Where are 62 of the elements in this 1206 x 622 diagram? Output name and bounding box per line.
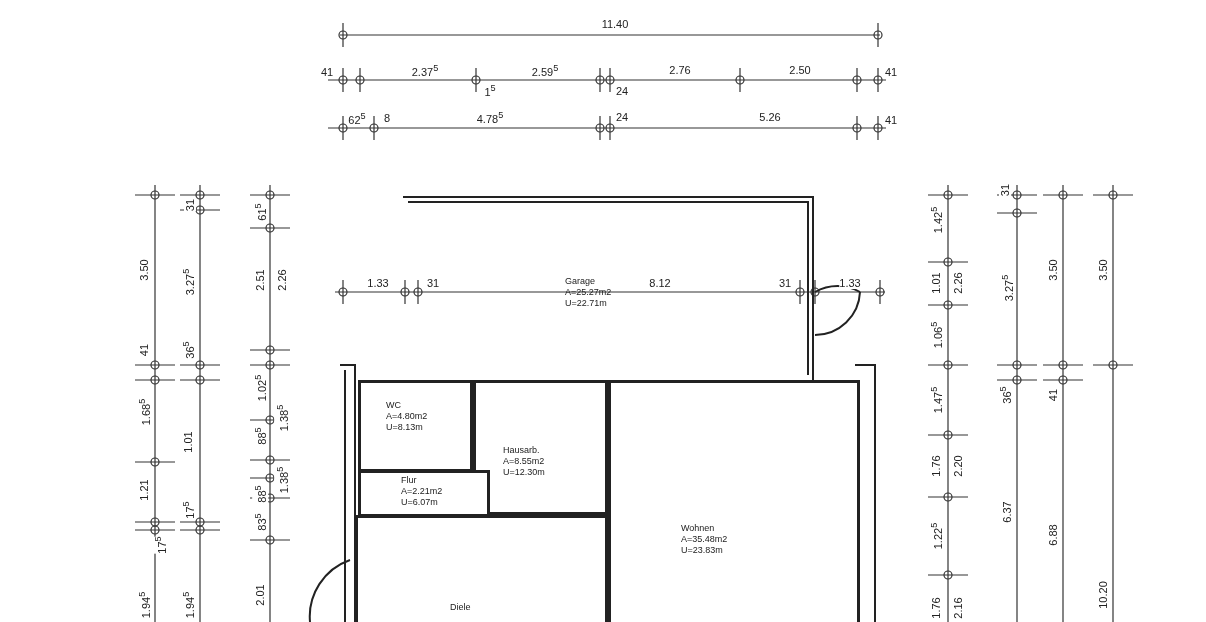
dimension-value: 8.12	[649, 277, 671, 289]
dimension-value: 3.50	[1097, 259, 1109, 281]
dimension-value: 1.33	[839, 277, 861, 289]
dimension-value: 10.20	[1097, 581, 1109, 609]
room-measure: A=2.21m2	[401, 486, 443, 497]
room	[473, 380, 608, 515]
dimension-value: 6.37	[1001, 501, 1013, 523]
room	[358, 380, 473, 472]
room-measure: A=4.80m2	[386, 411, 428, 422]
dimension-value: 2.20	[952, 455, 964, 477]
dimension-value: 1.76	[930, 597, 942, 619]
dimension-value: 2.37$^{5}$	[411, 62, 439, 78]
room	[358, 470, 490, 517]
dimension-value: 24	[615, 85, 629, 97]
room-name: Garage	[565, 276, 597, 287]
dimension-value: 1.33	[367, 277, 389, 289]
dimension-value: 31	[778, 277, 792, 289]
dimension-value: 62$^{5}$	[348, 110, 366, 126]
room-name: Wohnen	[681, 523, 716, 534]
dimension-value: 5.26	[759, 111, 781, 123]
dimension-value: 31	[184, 198, 196, 212]
dimension-value: 1.76	[930, 455, 942, 477]
dimension-value: 2.51	[254, 269, 266, 291]
dimension-value: 2.50	[789, 64, 811, 76]
dimension-value: 3.50	[138, 259, 150, 281]
dimension-value: 4.78$^{5}$	[476, 109, 504, 125]
room-measure: U=8.13m	[386, 422, 424, 433]
dimension-value: 11.40	[601, 18, 629, 30]
room-measure: U=12.30m	[503, 467, 545, 478]
room-measure: U=22.71m	[565, 298, 608, 309]
room-measure: A=25.27m2	[565, 287, 612, 298]
dimension-value: 41	[138, 343, 150, 357]
room	[355, 515, 608, 622]
dimension-value: 8	[383, 112, 391, 124]
dimension-value: 1.21	[138, 479, 150, 501]
dimension-value: 41	[1047, 388, 1059, 402]
room-measure: U=23.83m	[681, 545, 724, 556]
dimension-value: 2.59$^{5}$	[531, 62, 559, 78]
dimension-value: 3.50	[1047, 259, 1059, 281]
room-measure: A=8.55m2	[503, 456, 545, 467]
dimension-value: 1.01	[182, 431, 194, 453]
dimension-value: 24	[615, 111, 629, 123]
dimension-value: 1$^{5}$	[484, 82, 496, 98]
dimension-value: 2.76	[669, 64, 691, 76]
room-name: Flur	[401, 475, 418, 486]
dimension-value: 41	[320, 66, 334, 78]
dimension-value: 6.88	[1047, 524, 1059, 546]
dimension-value: 2.16	[952, 597, 964, 619]
room-name: Diele	[450, 602, 471, 613]
dimension-value: 31	[999, 183, 1011, 197]
room-name: Hausarb.	[503, 445, 541, 456]
room-measure: A=35.48m2	[681, 534, 728, 545]
dimension-value: 31	[426, 277, 440, 289]
dimension-value: 41	[884, 114, 898, 126]
dimension-value: 1.01	[930, 272, 942, 294]
room-name: WC	[386, 400, 402, 411]
dimension-value: 2.01	[254, 584, 266, 606]
dimension-value: 41	[884, 66, 898, 78]
dimension-value: 2.26	[952, 272, 964, 294]
room-measure: U=6.07m	[401, 497, 439, 508]
room	[608, 380, 860, 622]
dimension-value: 2.26	[276, 269, 288, 291]
